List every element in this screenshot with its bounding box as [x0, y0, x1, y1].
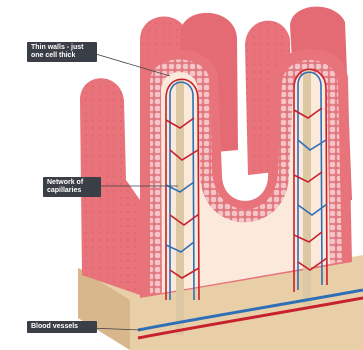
- lacteal-left: [176, 80, 184, 335]
- label-network-of-capillaries: Network of capillaries: [43, 177, 101, 197]
- label-blood-vessels: Blood vessels: [27, 321, 97, 333]
- label-thin-walls: Thin walls - just one cell thick: [27, 42, 97, 62]
